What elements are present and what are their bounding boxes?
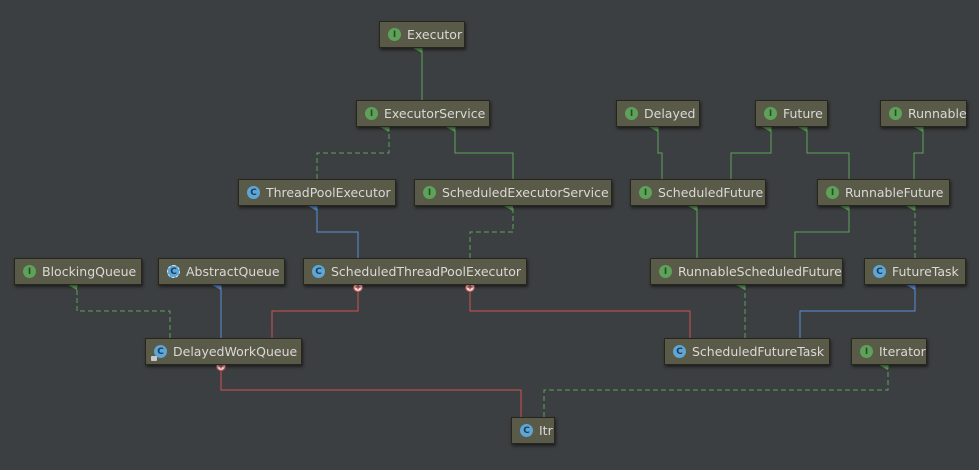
node-label: FutureTask [892,264,959,279]
node-label: ExecutorService [384,106,486,121]
node-label: RunnableFuture [845,185,944,200]
node-itr[interactable]: C Itr [511,417,555,444]
lock-icon [151,356,157,361]
node-label: ThreadPoolExecutor [266,185,391,200]
edge-extends-scheduledthreadpoolexecutor-to-threadpoolexecutor [308,201,359,258]
node-abstractqueue[interactable]: C AbstractQueue [158,258,285,285]
interface-badge-icon: I [860,345,873,358]
node-label: BlockingQueue [42,264,137,279]
edge-implements-scheduledthreadpoolexecutor-to-scheduledexecutorservice [469,201,514,258]
interface-badge-icon: I [889,107,902,120]
edge-inner-delayedworkqueue-to-scheduledthreadpoolexecutor [271,291,359,338]
class-badge-icon: C [151,345,167,361]
node-executorservice[interactable]: I ExecutorService [356,100,490,127]
node-label: DelayedWorkQueue [173,344,298,359]
node-label: AbstractQueue [186,264,280,279]
interface-badge-icon: I [639,186,652,199]
node-iterator[interactable]: I Iterator [851,338,927,365]
interface-badge-icon: I [388,28,401,41]
edge-implements-delayedworkqueue-to-blockingqueue [68,280,171,338]
node-scheduledfuturetask[interactable]: C ScheduledFutureTask [664,338,830,365]
node-runnable[interactable]: I Runnable [880,100,967,127]
edge-inner-scheduledfuturetask-to-scheduledthreadpoolexecutor [469,291,691,338]
node-scheduledexecutorservice[interactable]: I ScheduledExecutorService [414,179,612,206]
node-label: RunnableScheduledFuture [678,264,842,279]
class-badge-icon: C [312,265,325,278]
edge-extends-interface-runnablefuture-to-future [798,122,850,179]
node-label: Iterator [879,344,926,359]
interface-badge-icon: I [625,107,638,120]
node-blockingqueue[interactable]: I BlockingQueue [14,258,142,285]
node-runnablefuture[interactable]: I RunnableFuture [817,179,950,206]
node-future[interactable]: I Future [755,100,828,127]
node-futuretask[interactable]: C FutureTask [864,258,966,285]
node-label: ScheduledFutureTask [692,344,825,359]
node-delayed[interactable]: I Delayed [616,100,700,127]
edge-extends-interface-scheduledexecutorservice-to-executorservice [446,122,514,179]
edge-inner-itr-to-delayedworkqueue [220,370,522,417]
node-label: ScheduledThreadPoolExecutor [331,264,522,279]
node-label: ScheduledFuture [658,185,764,200]
node-threadpoolexecutor[interactable]: C ThreadPoolExecutor [238,179,396,206]
node-label: Executor [407,27,463,42]
edge-extends-interface-runnablescheduledfuture-to-runnablefuture [794,201,850,258]
edge-extends-interface-scheduledfuture-to-delayed [649,122,663,179]
abstract-badge-icon: C [167,265,180,278]
interface-badge-icon: I [365,107,378,120]
node-label: ScheduledExecutorService [442,185,609,200]
edge-implements-itr-to-iterator [543,360,889,417]
class-badge-icon: C [520,424,533,437]
edge-layer [68,43,924,417]
edge-implements-threadpoolexecutor-to-executorservice [316,122,390,179]
node-runnablescheduledfuture[interactable]: I RunnableScheduledFuture [650,258,843,285]
interface-badge-icon: I [764,107,777,120]
node-executor[interactable]: I Executor [379,21,465,48]
edge-extends-scheduledfuturetask-to-futuretask [799,280,916,338]
interface-badge-icon: I [423,186,436,199]
class-badge-icon: C [247,186,260,199]
node-scheduledfuture[interactable]: I ScheduledFuture [630,179,766,206]
class-badge-icon: C [673,345,686,358]
interface-badge-icon: I [826,186,839,199]
node-delayedworkqueue[interactable]: C DelayedWorkQueue [145,338,302,365]
node-label: Future [783,106,823,121]
interface-badge-icon: I [23,265,36,278]
node-label: Itr [539,423,553,438]
class-badge-icon: C [873,265,886,278]
node-label: Runnable [908,106,967,121]
node-scheduledthreadpoolexecutor[interactable]: C ScheduledThreadPoolExecutor [303,258,527,285]
edge-extends-interface-runnablefuture-to-runnable [913,122,924,179]
edge-extends-interface-scheduledfuture-to-future [730,122,772,179]
interface-badge-icon: I [659,265,672,278]
node-label: Delayed [644,106,696,121]
